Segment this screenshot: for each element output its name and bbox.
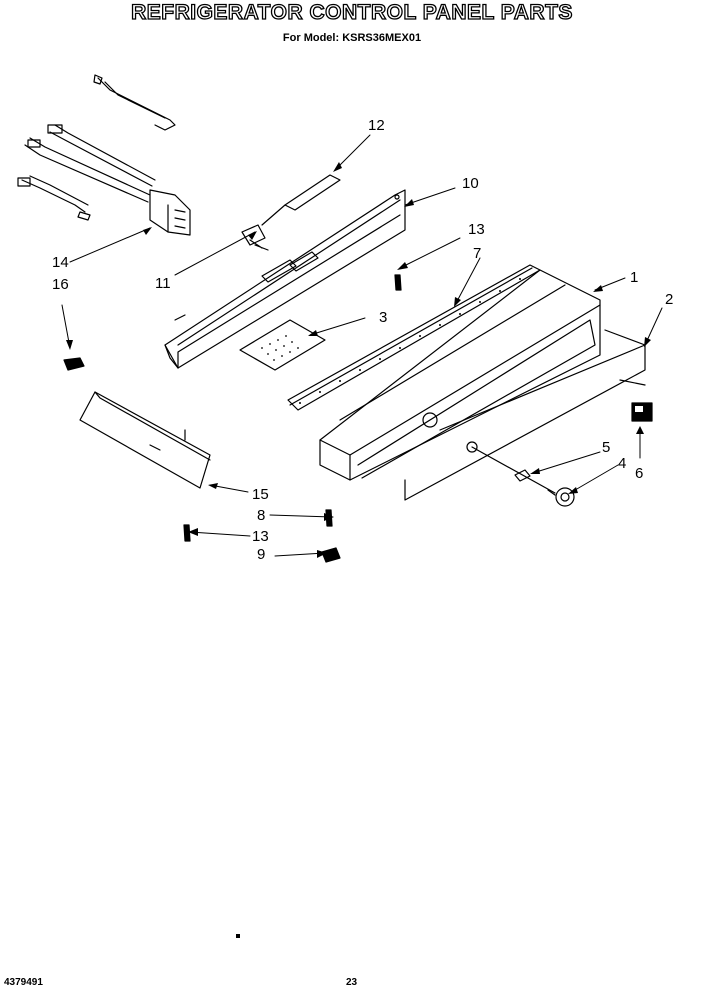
knob-part xyxy=(547,487,575,507)
model-subtitle: For Model: KSRS36MEX01 xyxy=(282,32,422,44)
callout-10: 10 xyxy=(462,175,479,192)
callout-1: 1 xyxy=(630,269,639,286)
callout-13-upper: 13 xyxy=(468,221,485,238)
switch-part xyxy=(631,402,653,422)
clip-part-16 xyxy=(63,357,85,371)
callout-13-lower: 13 xyxy=(252,528,269,545)
trim-cover-part xyxy=(79,391,211,489)
wiring-harness-part xyxy=(17,74,191,236)
callout-15: 15 xyxy=(252,486,269,503)
callout-5: 5 xyxy=(602,439,611,456)
callout-3: 3 xyxy=(379,309,388,326)
bracket-channel-part xyxy=(164,189,406,369)
front-overlay-part xyxy=(404,329,646,501)
thermistor-part xyxy=(261,174,341,226)
circuit-board-part xyxy=(239,319,326,371)
callout-9: 9 xyxy=(257,546,266,563)
mount-part-9 xyxy=(321,547,341,563)
screw-part-13-upper xyxy=(394,274,402,291)
callout-16: 16 xyxy=(52,276,69,293)
document-number: 4379491 xyxy=(4,977,43,988)
callout-4: 4 xyxy=(618,455,627,472)
footer-dot xyxy=(236,934,240,938)
page-title: REFRIGERATOR CONTROL PANEL PARTS xyxy=(130,0,573,24)
callout-14: 14 xyxy=(52,254,69,271)
callout-2: 2 xyxy=(665,291,674,308)
callout-12: 12 xyxy=(368,117,385,134)
control-housing-part xyxy=(319,269,601,481)
screw-part-13-lower xyxy=(183,524,191,542)
display-strip-part xyxy=(287,264,541,411)
callout-7: 7 xyxy=(473,245,482,262)
arrowheads xyxy=(66,162,651,558)
callout-11: 11 xyxy=(155,275,171,292)
insert-part-5 xyxy=(466,441,556,494)
callout-6: 6 xyxy=(635,465,644,482)
connector-part xyxy=(241,224,269,251)
page-number: 23 xyxy=(346,977,358,988)
callout-8: 8 xyxy=(257,507,266,524)
